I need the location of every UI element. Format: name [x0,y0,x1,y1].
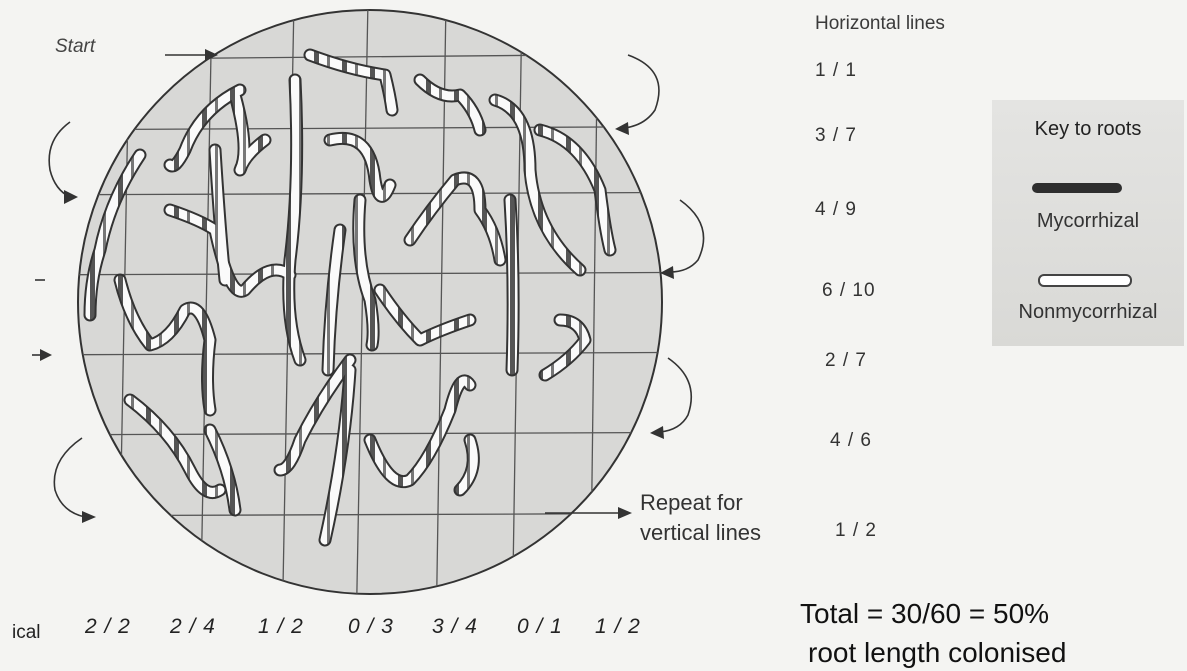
horizontal-count: 1 / 1 [815,60,857,81]
repeat-note-line: Repeat for [640,490,743,515]
mycorrhizal-label: Mycorrhizal [1036,210,1140,232]
repeat-note-line: vertical lines [640,520,762,545]
horizontal-count: 4 / 9 [815,199,857,220]
horizontal-count: 3 / 7 [815,125,857,146]
nonmycorrhizal-swatch-icon [1038,274,1132,287]
u-turn-arrow-icon [53,437,86,518]
roots [83,48,617,547]
vertical-lines-label: ical [12,622,41,643]
horizontal-count: 6 / 10 [822,280,876,301]
vertical-count: 0 / 1 [517,615,563,638]
u-turn-arrow-icon [624,54,660,129]
vertical-count: 1 / 2 [595,615,641,638]
horizontal-lines-title: Horizontal lines [815,13,945,34]
vertical-count: 3 / 4 [432,615,478,638]
horizontal-count: 2 / 7 [825,350,867,371]
key-panel: Key to roots Mycorrhizal Nonmycorrhizal [992,100,1184,346]
total-caption: root length colonised [808,637,1067,668]
horizontal-count: 1 / 2 [835,520,877,541]
vertical-count: 1 / 2 [258,615,304,638]
horizontal-count: 4 / 6 [830,430,872,451]
mycorrhizal-swatch-icon [1032,183,1122,193]
vertical-count: 0 / 3 [348,615,394,638]
start-label: Start [55,36,96,57]
total-line: Total = 30/60 = 50% [800,598,1050,629]
nonmycorrhizal-label: Nonmycorrhizal [1018,301,1158,323]
u-turn-arrow-icon [669,199,705,273]
petri-dish [77,9,663,595]
u-turn-arrow-icon [659,357,692,433]
vertical-count: 2 / 2 [85,615,131,638]
vertical-count: 2 / 4 [170,615,216,638]
key-title: Key to roots [1034,118,1142,140]
traversal-arrows [32,49,705,523]
repeat-note: Repeat for vertical lines [640,488,761,548]
u-turn-arrow-icon [48,121,71,198]
